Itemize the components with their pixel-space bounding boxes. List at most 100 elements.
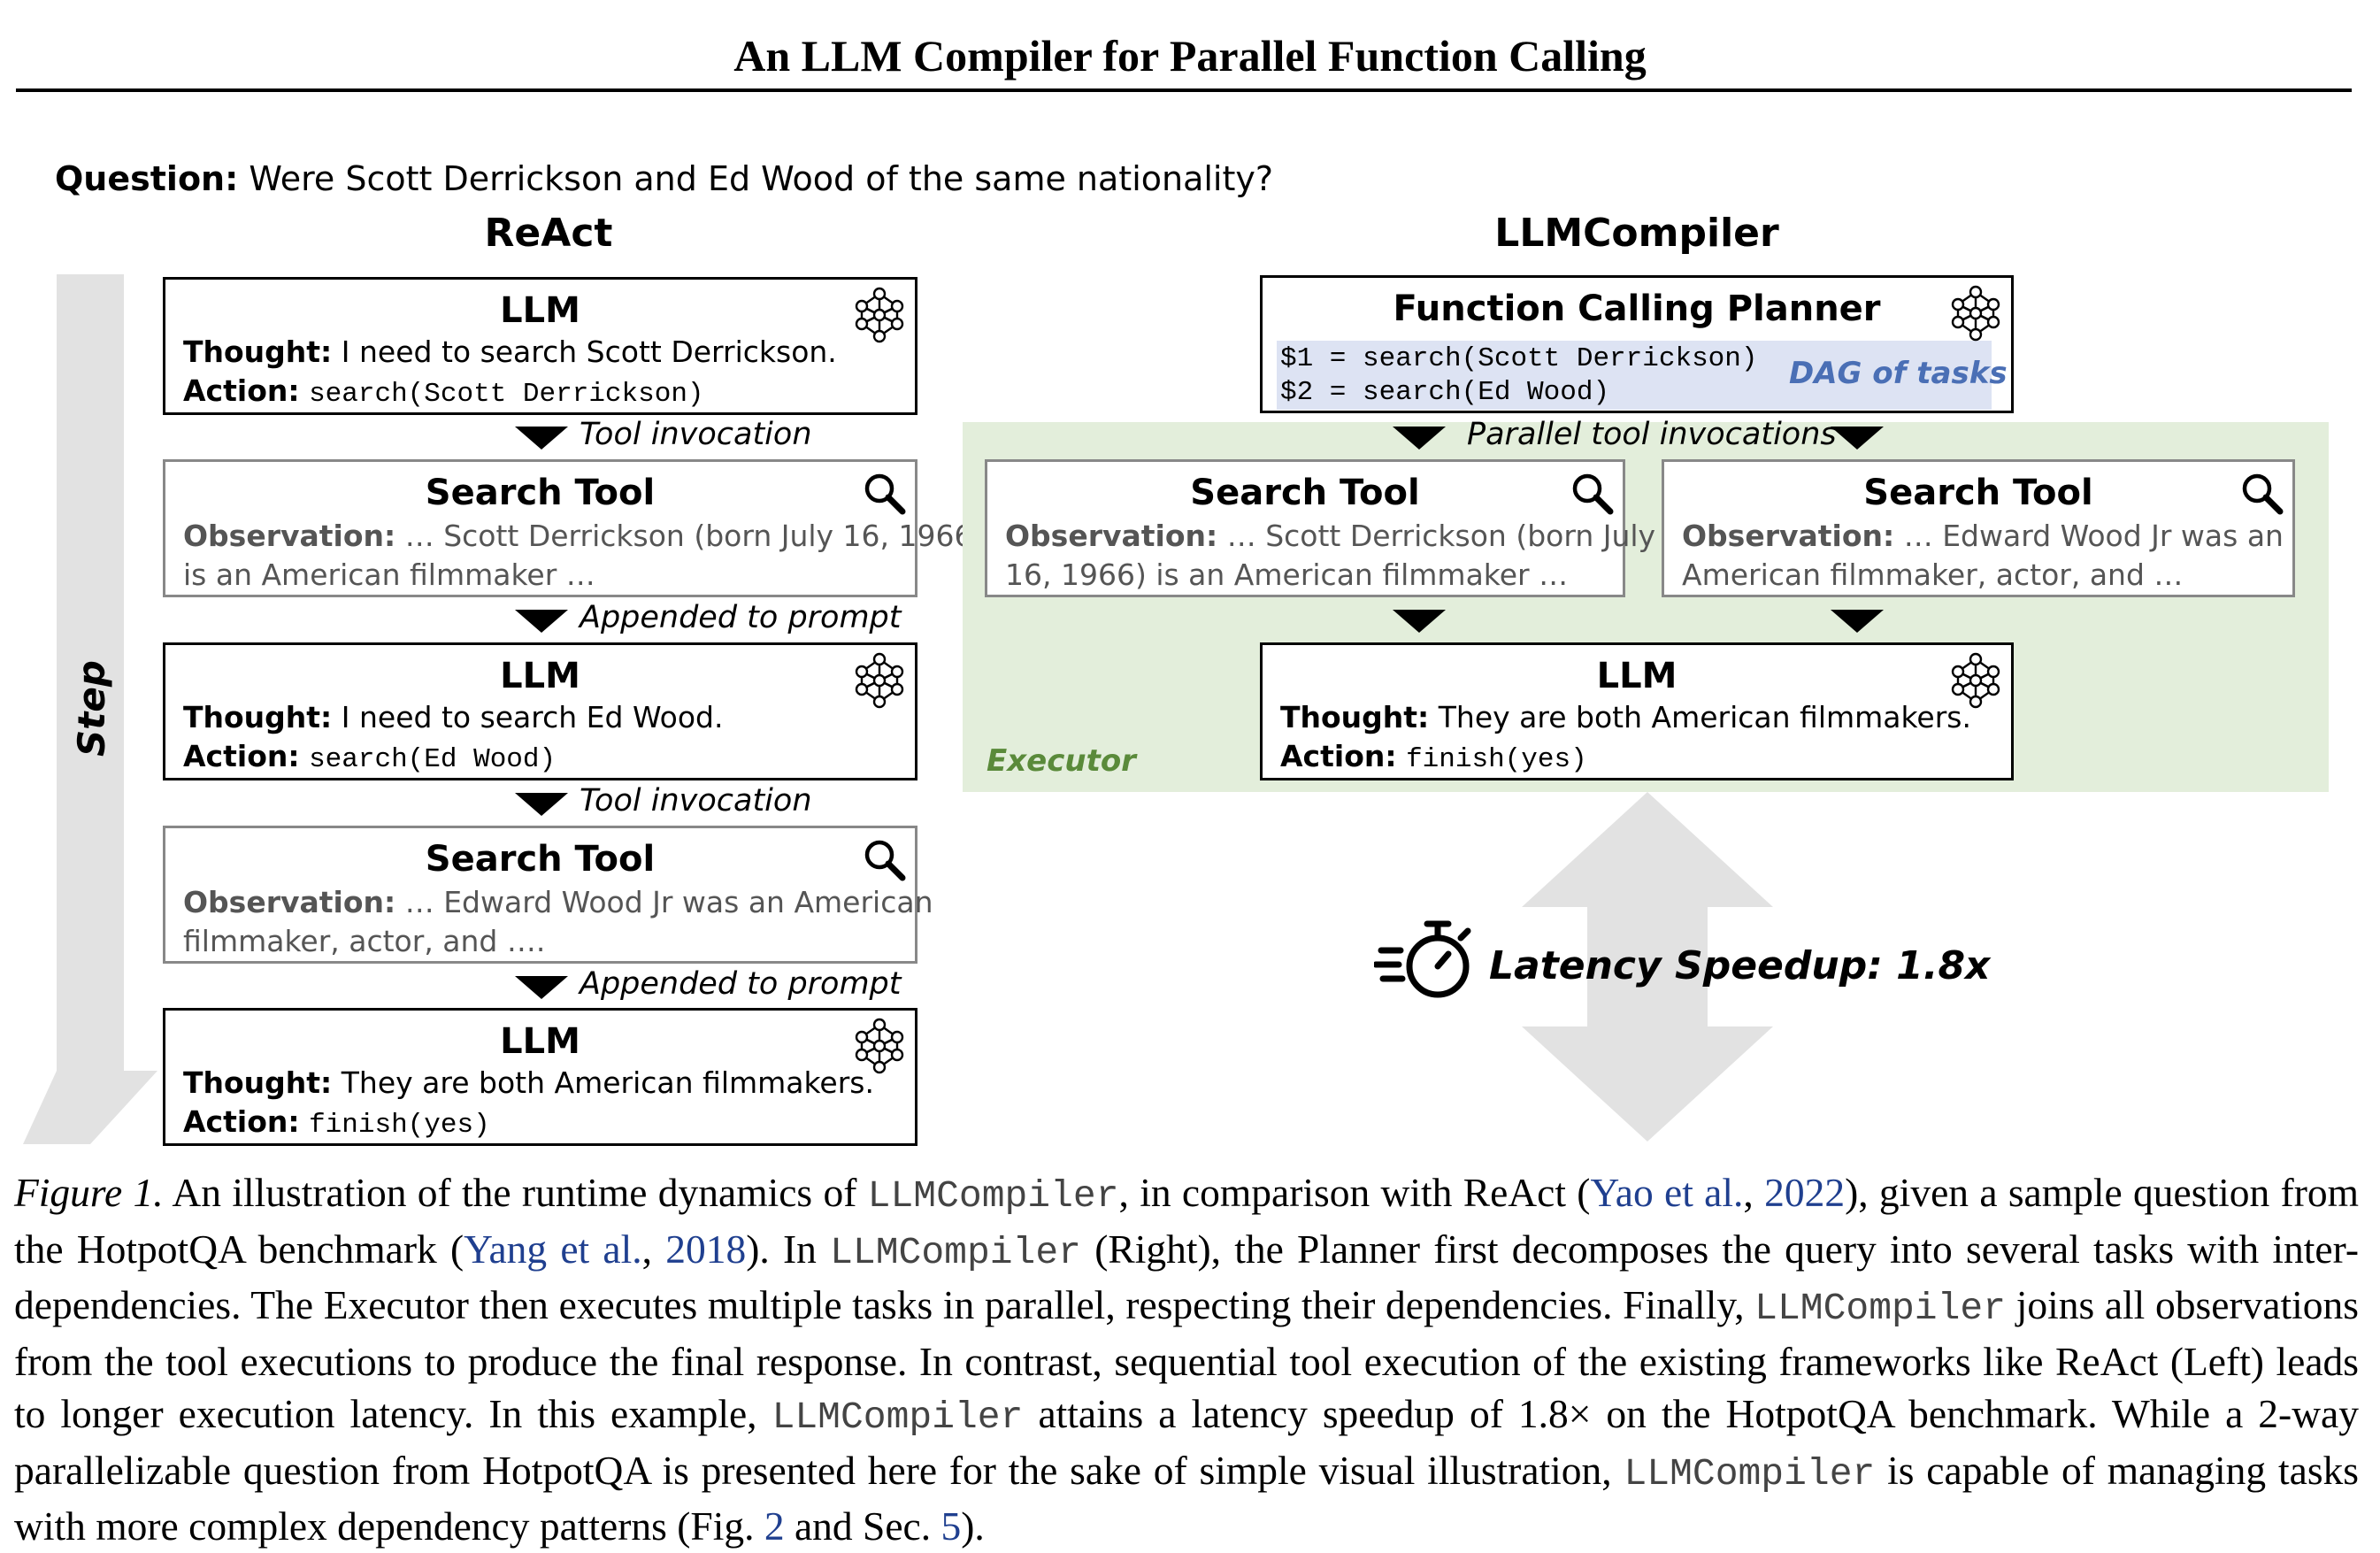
caption-text: joins all observations from the tool exe…	[14, 1282, 2359, 1436]
dag-label: DAG of tasks	[1789, 356, 2008, 391]
stopwatch-icon	[1374, 920, 1471, 998]
action-code: search(Scott Derrickson)	[309, 379, 704, 410]
figure-label: Figure 1.	[14, 1170, 164, 1215]
title-rule	[16, 88, 2352, 92]
citation-year-link[interactable]: 2022	[1764, 1170, 1846, 1215]
question-label: Question:	[55, 159, 239, 198]
dag-region	[1277, 341, 1992, 410]
caption-text: ), given a sample question from the Hotp…	[14, 1170, 2359, 1272]
thought-text: I need to search Scott Derrickson.	[341, 334, 837, 369]
thought-label: Thought:	[183, 1065, 333, 1100]
question: Question: Were Scott Derrickson and Ed W…	[55, 159, 1273, 198]
figure-ref-link[interactable]: 2	[764, 1503, 785, 1549]
step-label-wrap: Step	[51, 660, 131, 757]
observation-line-1: Observation: … Edward Wood Jr was an	[1682, 519, 2284, 553]
compiler-llm-box: LLM Thought: They are both American film…	[1260, 642, 2014, 780]
down-arrow	[515, 610, 568, 633]
caption-text: and Sec.	[784, 1503, 941, 1549]
thought-line: Thought: They are both American filmmake…	[1280, 700, 1971, 734]
down-arrow	[1393, 427, 1446, 450]
section-ref-link[interactable]: 5	[940, 1503, 962, 1549]
down-arrow	[1831, 610, 1884, 633]
caption-code: LLMCompiler	[1754, 1287, 2007, 1330]
observation-line-2: is an American filmmaker …	[183, 557, 595, 592]
observation-text: … Scott Derrickson (born July	[1226, 519, 1656, 553]
llm-title: LLM	[1596, 656, 1678, 696]
action-line: Action: finish(yes)	[1280, 739, 1587, 775]
action-label: Action:	[183, 739, 300, 773]
observation-line-2: filmmaker, actor, and ….	[183, 924, 546, 958]
caption-text: ).	[961, 1503, 985, 1549]
react-llm-box-2: LLM Thought: I need to search Ed Wood. A…	[163, 642, 917, 780]
parallel-label: Parallel tool invocations	[1467, 417, 1837, 452]
compiler-search-box-2: Search Tool Observation: … Edward Wood J…	[1662, 459, 2295, 597]
action-code: finish(yes)	[1406, 744, 1587, 775]
down-arrow	[1393, 610, 1446, 633]
observation-line-1: Observation: … Scott Derrickson (born Ju…	[183, 519, 984, 553]
observation-line-1: Observation: … Scott Derrickson (born Ju…	[1005, 519, 1655, 553]
tool-title: Search Tool	[1190, 473, 1420, 513]
magnifier-icon	[2242, 473, 2284, 515]
arrow-label: Tool invocation	[580, 783, 812, 819]
citation-year-link[interactable]: 2018	[665, 1226, 747, 1272]
observation-label: Observation:	[183, 885, 396, 919]
caption-code: LLMCompiler	[772, 1395, 1024, 1439]
arrow-label: Appended to prompt	[580, 966, 902, 1002]
llmcompiler-heading: LLMCompiler	[1494, 211, 1779, 256]
citation-link[interactable]: Yao et al.	[1590, 1170, 1744, 1215]
neural-network-icon	[1951, 652, 2000, 709]
down-arrow	[1831, 427, 1884, 450]
react-heading: ReAct	[484, 211, 613, 256]
tool-title: Search Tool	[1863, 473, 2093, 513]
latency-double-arrow	[1522, 792, 1773, 1142]
action-line: Action: search(Scott Derrickson)	[183, 373, 704, 410]
neural-network-icon	[855, 287, 904, 343]
magnifier-icon	[1572, 473, 1614, 515]
action-label: Action:	[1280, 739, 1397, 773]
observation-text: … Scott Derrickson (born July 16, 1966)	[404, 519, 985, 553]
caption-text: (Right), the Planner first decomposes th…	[14, 1226, 2360, 1328]
observation-label: Observation:	[1005, 519, 1218, 553]
llm-title: LLM	[500, 1021, 580, 1062]
caption-text: ). In	[746, 1226, 831, 1272]
llm-title: LLM	[500, 290, 580, 331]
planner-title: Function Calling Planner	[1393, 288, 1881, 329]
observation-line-2: 16, 1966) is an American filmmaker …	[1005, 557, 1569, 592]
observation-text: … Edward Wood Jr was an American	[404, 885, 933, 919]
observation-text: … Edward Wood Jr was an	[1903, 519, 2284, 553]
react-search-box-2: Search Tool Observation: … Edward Wood J…	[163, 826, 933, 964]
arrow-label: Tool invocation	[580, 417, 812, 452]
compiler-search-box-1: Search Tool Observation: … Scott Derrick…	[985, 459, 1655, 597]
neural-network-icon	[855, 652, 904, 709]
neural-network-icon	[855, 1018, 904, 1074]
executor-label: Executor	[987, 743, 1136, 779]
thought-label: Thought:	[183, 700, 333, 734]
magnifier-icon	[864, 840, 906, 881]
magnifier-icon	[864, 473, 906, 515]
caption-text: attains a latency speedup of 1.8× on the…	[14, 1391, 2359, 1493]
tool-title: Search Tool	[425, 473, 656, 513]
react-llm-box-1: LLM Thought: I need to search Scott Derr…	[163, 277, 917, 415]
step-arrow	[23, 274, 157, 1144]
thought-label: Thought:	[183, 334, 333, 369]
observation-line-1: Observation: … Edward Wood Jr was an Ame…	[183, 885, 933, 919]
thought-text: I need to search Ed Wood.	[341, 700, 724, 734]
citation-link[interactable]: Yang et al.	[464, 1226, 642, 1272]
down-arrow	[515, 793, 568, 816]
caption-text: , in comparison with ReAct (	[1118, 1170, 1591, 1215]
down-arrow	[515, 976, 568, 999]
thought-line: Thought: They are both American filmmake…	[183, 1065, 874, 1100]
action-line: Action: finish(yes)	[183, 1104, 490, 1141]
caption-code: LLMCompiler	[830, 1230, 1081, 1274]
observation-line-2: American filmmaker, actor, and …	[1682, 557, 2184, 592]
step-label: Step	[69, 659, 113, 757]
react-llm-box-3: LLM Thought: They are both American film…	[163, 1008, 917, 1146]
caption-text: ,	[641, 1226, 666, 1272]
planner-box: Function Calling Planner $1 = search(Sco…	[1260, 275, 2014, 413]
action-line: Action: search(Ed Wood)	[183, 739, 556, 775]
thought-line: Thought: I need to search Ed Wood.	[183, 700, 723, 734]
question-text: Were Scott Derrickson and Ed Wood of the…	[249, 159, 1274, 198]
observation-label: Observation:	[1682, 519, 1895, 553]
paper-title: An LLM Compiler for Parallel Function Ca…	[733, 31, 1647, 81]
tool-title: Search Tool	[425, 839, 656, 880]
